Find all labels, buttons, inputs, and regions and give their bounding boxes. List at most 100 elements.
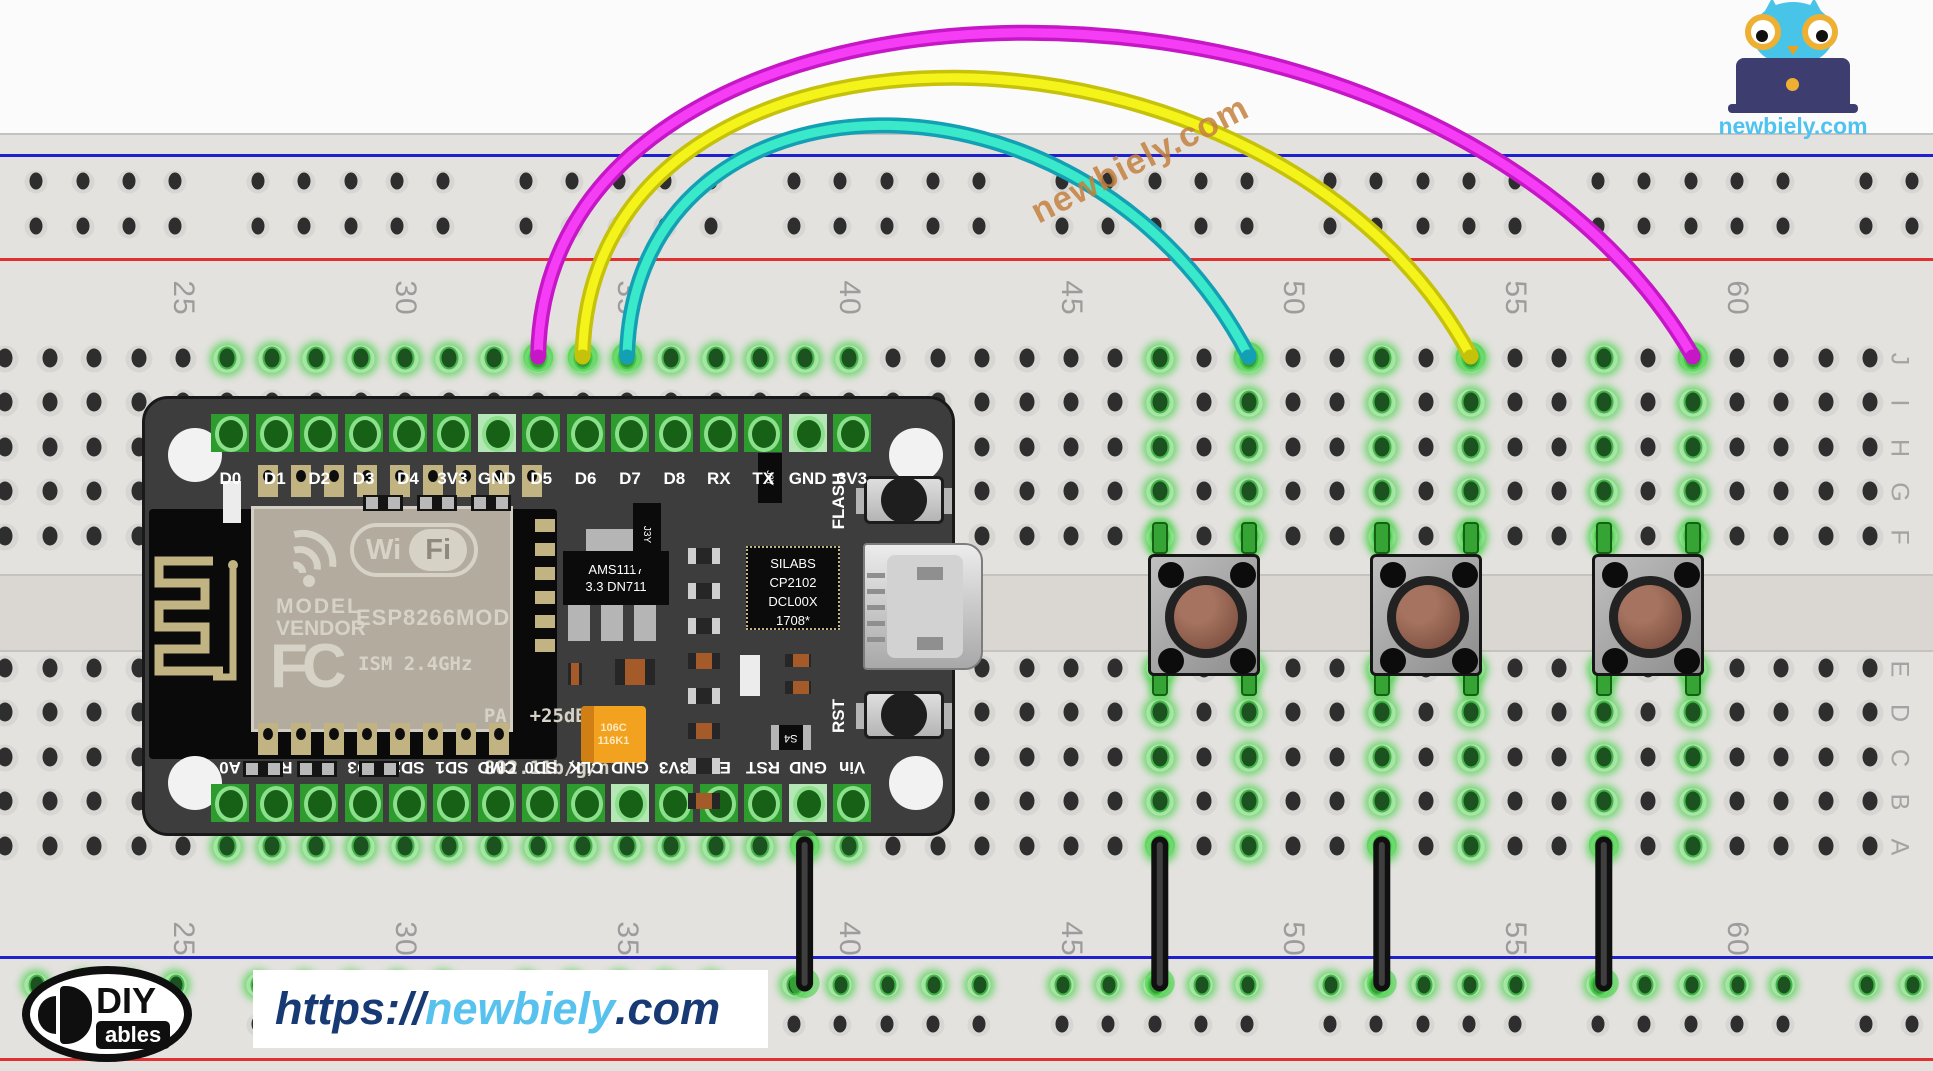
row-letter: J <box>1885 352 1914 366</box>
rail-hole <box>1725 170 1749 194</box>
pin-pad-D2 <box>300 414 339 452</box>
breadboard-hole <box>968 434 996 462</box>
rail-hole <box>514 215 538 239</box>
pin-pad-CMD <box>477 784 516 822</box>
breadboard-hole <box>1013 655 1041 683</box>
rail-hole <box>967 1013 991 1037</box>
rail-hole <box>1632 1013 1656 1037</box>
rail-hole <box>1235 973 1259 997</box>
rail-hole <box>782 1013 806 1037</box>
breadboard-hole <box>1679 744 1707 772</box>
rail-hole <box>653 170 677 194</box>
rail-hole <box>1632 973 1656 997</box>
row-letter: A <box>1885 838 1914 856</box>
breadboard-hole <box>968 523 996 551</box>
breadboard-hole <box>0 788 19 816</box>
castellation-pad <box>489 723 509 755</box>
breadboard-hole <box>1457 699 1485 727</box>
smd-component <box>740 655 760 696</box>
rail-hole <box>1235 215 1259 239</box>
rail-hole <box>1854 973 1878 997</box>
tact-tab <box>856 703 866 729</box>
rail-hole <box>1318 215 1342 239</box>
column-number: 55 <box>1499 921 1532 957</box>
breadboard-hole <box>1368 833 1396 861</box>
breadboard-hole <box>0 744 19 772</box>
breadboard-hole <box>1013 389 1041 417</box>
breadboard-hole <box>1190 833 1218 861</box>
smd-resistor <box>688 653 720 669</box>
breadboard-hole <box>1279 699 1307 727</box>
breadboard-hole <box>1101 744 1129 772</box>
button-3-cap <box>1618 585 1683 649</box>
breadboard-hole <box>1634 478 1662 506</box>
rail-hole <box>1900 973 1924 997</box>
rail-hole <box>1235 170 1259 194</box>
breadboard-hole <box>1501 744 1529 772</box>
breadboard-hole <box>1590 389 1618 417</box>
solder-jumper <box>359 761 399 777</box>
pin-pad-RSV <box>255 784 294 822</box>
column-number: 30 <box>389 280 422 316</box>
shield-model-label: MODEL <box>276 595 362 618</box>
pin-label: D7 <box>619 469 641 488</box>
pin-pad-RST <box>744 784 783 822</box>
rail-hole <box>1364 1013 1388 1037</box>
breadboard-hole <box>968 345 996 373</box>
breadboard-hole <box>1279 389 1307 417</box>
rail-hole <box>921 170 945 194</box>
breadboard-hole <box>1723 389 1751 417</box>
breadboard-hole <box>1634 788 1662 816</box>
transistor-j3y: J3Y <box>758 453 782 503</box>
rail-hole <box>1900 170 1924 194</box>
rail-hole <box>1457 1013 1481 1037</box>
breadboard-hole <box>80 744 108 772</box>
rail-hole <box>699 170 723 194</box>
rail-hole <box>1854 1013 1878 1037</box>
rail-hole <box>1679 170 1702 194</box>
breadboard-hole <box>1368 389 1396 417</box>
breadboard-hole <box>1545 345 1573 373</box>
breadboard-hole <box>924 345 952 373</box>
breadboard-hole <box>1235 744 1263 772</box>
pin-pad-D8 <box>655 414 694 452</box>
breadboard-hole <box>835 345 863 373</box>
rail-hole <box>782 973 806 997</box>
breadboard-hole <box>435 345 463 373</box>
breadboard-hole <box>524 833 552 861</box>
rail-hole <box>1503 170 1527 194</box>
pin-label: RST <box>746 758 781 777</box>
breadboard-hole <box>1457 434 1485 462</box>
antenna-trace-icon <box>154 556 238 681</box>
breadboard-hole <box>1190 478 1218 506</box>
rail-hole <box>1143 973 1166 997</box>
rail-hole <box>560 170 584 194</box>
breadboard-hole <box>1457 389 1485 417</box>
breadboard-hole <box>80 345 108 373</box>
breadboard-hole <box>1545 478 1573 506</box>
breadboard-hole <box>1101 523 1129 551</box>
breadboard-hole <box>391 833 419 861</box>
rail-hole <box>607 215 630 239</box>
breadboard-hole <box>1679 434 1707 462</box>
rail-hole <box>967 215 991 239</box>
breadboard-hole <box>1679 389 1707 417</box>
breadboard-hole <box>1590 744 1618 772</box>
breadboard-hole <box>1279 345 1307 373</box>
breadboard-hole <box>1767 523 1795 551</box>
breadboard-hole <box>1146 788 1174 816</box>
breadboard-hole <box>968 744 996 772</box>
breadboard-hole <box>1146 345 1174 373</box>
breadboard-hole <box>1013 699 1041 727</box>
breadboard-hole <box>1767 389 1795 417</box>
pin-label: D2 <box>308 469 331 488</box>
castellation-pad <box>357 723 377 755</box>
breadboard-hole <box>391 345 419 373</box>
breadboard-hole <box>1323 744 1351 772</box>
row-letter: B <box>1885 793 1914 811</box>
breadboard-hole <box>1812 699 1840 727</box>
pin-pad-RSV <box>300 784 339 822</box>
column-number: 35 <box>611 280 644 316</box>
rail-hole <box>1586 1013 1610 1037</box>
